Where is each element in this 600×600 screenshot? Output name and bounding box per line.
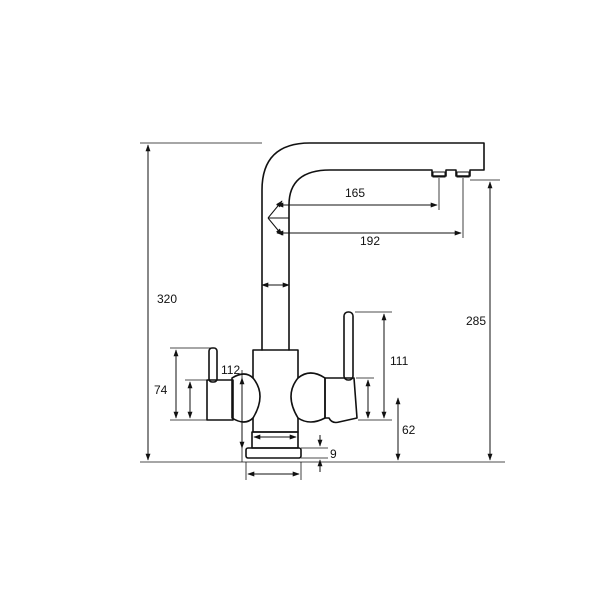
label-lower-height: 62 xyxy=(402,423,416,437)
base-plate xyxy=(245,447,302,459)
label-reach-inner: 165 xyxy=(345,186,365,200)
nozzle-outer xyxy=(456,171,470,178)
label-right-handle-height: 111 xyxy=(390,354,409,368)
faucet-outline xyxy=(206,142,485,459)
right-handle-stem xyxy=(343,311,354,381)
label-left-offset: 112 xyxy=(221,363,240,377)
body-block xyxy=(252,349,299,433)
right-handle xyxy=(324,377,358,424)
spout xyxy=(261,142,485,351)
nozzle-inner xyxy=(432,171,446,178)
left-handle xyxy=(206,379,234,421)
neck xyxy=(251,431,299,449)
label-reach-outer: 192 xyxy=(360,234,380,248)
label-total-height: 320 xyxy=(157,292,177,306)
left-handle-stem xyxy=(208,347,218,383)
right-body xyxy=(297,372,326,423)
dimension-lines xyxy=(140,142,500,480)
label-base-thickness: 9 xyxy=(330,447,337,461)
label-left-handle-height: 74 xyxy=(154,383,168,397)
label-spout-height: 285 xyxy=(466,314,486,328)
left-body xyxy=(231,373,254,423)
